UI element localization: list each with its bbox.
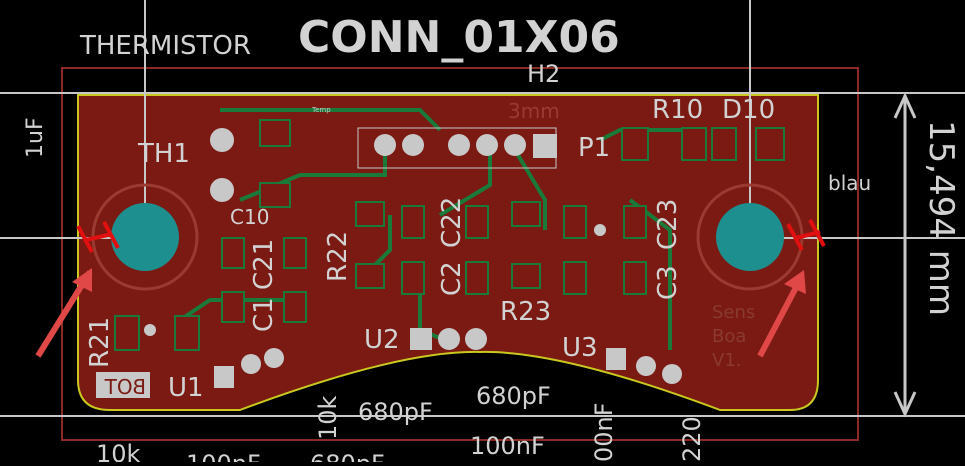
u3-pin-3[interactable] [662,364,682,384]
board-text: Sens Boa V1. [712,302,755,371]
board-text-line1: Sens [712,302,755,323]
right-marker [786,219,826,251]
u3-ref: U3 [562,333,598,363]
r22-pad-2[interactable] [355,201,385,227]
u3-pin-1[interactable] [606,348,626,370]
value-partial-100nf: 100nF [186,450,261,462]
p1-connector[interactable] [357,127,557,169]
r10-ref: R10 [652,95,703,125]
c3-ref: C3 [653,265,683,300]
p1-3mm-label: 3mm [508,99,560,123]
board-frame [61,67,859,441]
right-arrow-icon [757,274,805,358]
value-10k-vertical: 10k [314,395,342,440]
th1-pin-2[interactable] [210,178,234,202]
u1-pin-3[interactable] [264,348,284,368]
p1-pin-1[interactable] [533,134,557,158]
c10-pad-2[interactable] [259,182,291,208]
p1-pin-4[interactable] [448,134,470,156]
u2-pin-3[interactable] [465,328,487,350]
c23-pad-1[interactable] [563,205,587,239]
d10-pad-1[interactable] [711,127,737,161]
value-10k: 10k [96,440,141,462]
board-text-line3: V1. [712,350,742,371]
p1-pin-2[interactable] [504,134,526,156]
r22-pad-1[interactable] [355,263,385,289]
u1-pin-2[interactable] [241,354,261,374]
temp-net-label: Temp [311,106,331,114]
c23-ref: C23 [653,199,683,250]
c23-pad-2[interactable] [623,205,647,239]
via [594,224,606,236]
r10-pad-2[interactable] [681,127,707,161]
value-00nf: 00nF [590,402,618,462]
c10-pad-1[interactable] [259,119,291,147]
u3-package[interactable] [606,348,682,384]
right-mounting-hole[interactable] [716,203,784,271]
d10-ref: D10 [722,95,775,125]
dimension-text: 15,494 mm [921,120,961,316]
u2-package[interactable] [410,328,487,350]
dimension-arrow-top [893,92,917,119]
r10-pad-1[interactable] [621,127,649,161]
r23-pad-2[interactable] [511,201,541,227]
c3-pad-2[interactable] [623,261,647,295]
c1-pad-1[interactable] [221,291,245,323]
u2-pin-2[interactable] [438,328,460,350]
c21-ref: C21 [249,239,279,290]
th1-ref: TH1 [137,139,190,169]
value-680pf-1: 680pF [358,398,433,426]
c1-ref: C1 [249,297,279,332]
u1-ref: U1 [168,373,204,403]
value-220: 220 [678,416,706,462]
r21-via [144,324,156,336]
left-arrow-head-icon [72,268,92,292]
c10-value: 1uF [23,117,48,158]
c2-pad-1[interactable] [401,261,425,295]
dimension-arrow-bottom [893,391,917,418]
left-mounting-hole[interactable] [111,203,179,271]
u1-pin-1[interactable] [214,366,234,388]
r21-pad-2[interactable] [174,315,200,351]
c21-pad-2[interactable] [283,237,307,269]
p1-pin-6[interactable] [374,134,396,156]
c1-pad-2[interactable] [283,291,307,323]
c2-ref: C2 [437,261,467,296]
left-marker [76,221,120,253]
u2-ref: U2 [364,325,400,355]
p1-pin-5[interactable] [402,134,424,156]
r22-ref: R22 [323,231,353,282]
c3-pad-1[interactable] [563,261,587,295]
th1-pin-1[interactable] [210,128,234,152]
right-arrow-head-icon [784,270,806,294]
r21-ref: R21 [85,317,115,368]
component-label: THERMISTOR [79,31,251,61]
connector-value: CONN_01X06 [298,12,620,63]
u2-pin-1[interactable] [410,328,432,350]
d10-pad-2[interactable] [755,127,785,161]
board-text-line2: Boa [712,326,746,347]
p1-ref: P1 [578,133,610,163]
r21-pad-1[interactable] [114,315,140,351]
c22-pad-2[interactable] [465,205,489,239]
led-color-value: blau [828,171,871,195]
p1-pin-3[interactable] [476,134,498,156]
value-100nf: 100nF [470,432,545,460]
bot-layer-label: BOT [96,372,150,399]
value-partial-680pf: 680pF [310,450,385,462]
hole-ref: H2 [527,60,560,88]
u3-pin-2[interactable] [636,356,656,376]
value-680pf-2: 680pF [476,382,551,410]
c21-pad-1[interactable] [221,237,245,269]
r23-pad-1[interactable] [511,263,541,289]
c22-ref: C22 [437,197,467,248]
c2-pad-2[interactable] [465,261,489,295]
c10-ref: C10 [230,205,269,229]
u1-package[interactable] [214,348,284,388]
r23-ref: R23 [500,297,551,327]
c22-pad-1[interactable] [401,205,425,239]
board-body [77,94,819,411]
svg-text:BOT: BOT [104,375,146,399]
